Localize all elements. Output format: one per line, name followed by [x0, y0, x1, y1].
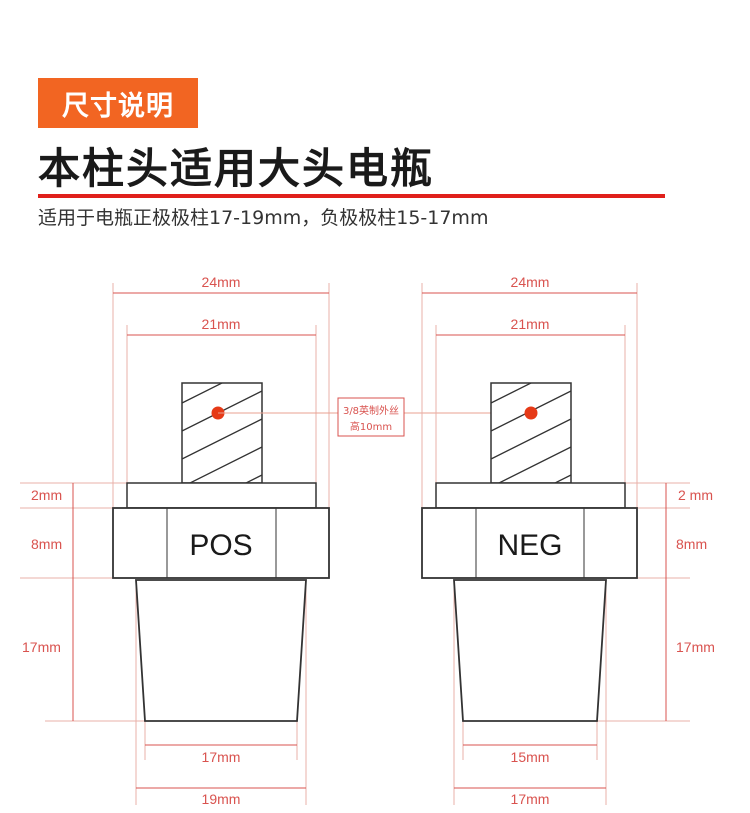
pos-dim-inner-label: 21mm [202, 316, 241, 332]
neg-thread-stud [490, 382, 572, 484]
pos-flange [126, 482, 317, 509]
section-badge: 尺寸说明 [38, 78, 198, 128]
neg-thread-marker [524, 406, 538, 420]
neg-terminal: 24mm 21mm 15mm 17mm 2 mm 8mm 17mm NEG [421, 274, 715, 807]
pos-dim-top-label: 24mm [202, 274, 241, 290]
pos-nut-body [112, 507, 330, 579]
callout-line1: 3/8英制外丝 [343, 404, 399, 417]
title-underline [38, 194, 665, 198]
neg-dim-bottom-label: 15mm [511, 749, 550, 765]
page-subtitle: 适用于电瓶正极极柱17-19mm，负极极柱15-17mm [38, 207, 489, 229]
page-title: 本柱头适用大头电瓶 [38, 144, 435, 193]
pos-taper-base [135, 579, 307, 722]
thread-callout: 3/8英制外丝 高10mm [218, 397, 531, 437]
pos-dim-base-label: 19mm [202, 791, 241, 807]
pos-thread-stud [181, 382, 263, 484]
pos-dim-bottom-label: 17mm [202, 749, 241, 765]
pos-dim-body-label: 8mm [31, 536, 62, 552]
neg-label: NEG [497, 529, 562, 562]
neg-dim-flange-label: 2 mm [678, 487, 713, 503]
neg-dim-inner-label: 21mm [511, 316, 550, 332]
callout-line2: 高10mm [350, 420, 392, 433]
neg-nut-body [421, 507, 638, 579]
pos-label: POS [189, 529, 252, 562]
pos-dim-flange-label: 2mm [31, 487, 62, 503]
neg-taper-base [453, 579, 607, 722]
neg-dim-top-label: 24mm [511, 274, 550, 290]
neg-dim-base-label: 17mm [511, 791, 550, 807]
pos-dim-taper-label: 17mm [22, 639, 61, 655]
neg-dim-taper-label: 17mm [676, 639, 715, 655]
callout-box [337, 397, 405, 437]
neg-dim-body-label: 8mm [676, 536, 707, 552]
pos-terminal: 24mm 21mm 17mm 19mm 2mm 8mm 17mm P [20, 274, 330, 807]
neg-flange [435, 482, 626, 509]
